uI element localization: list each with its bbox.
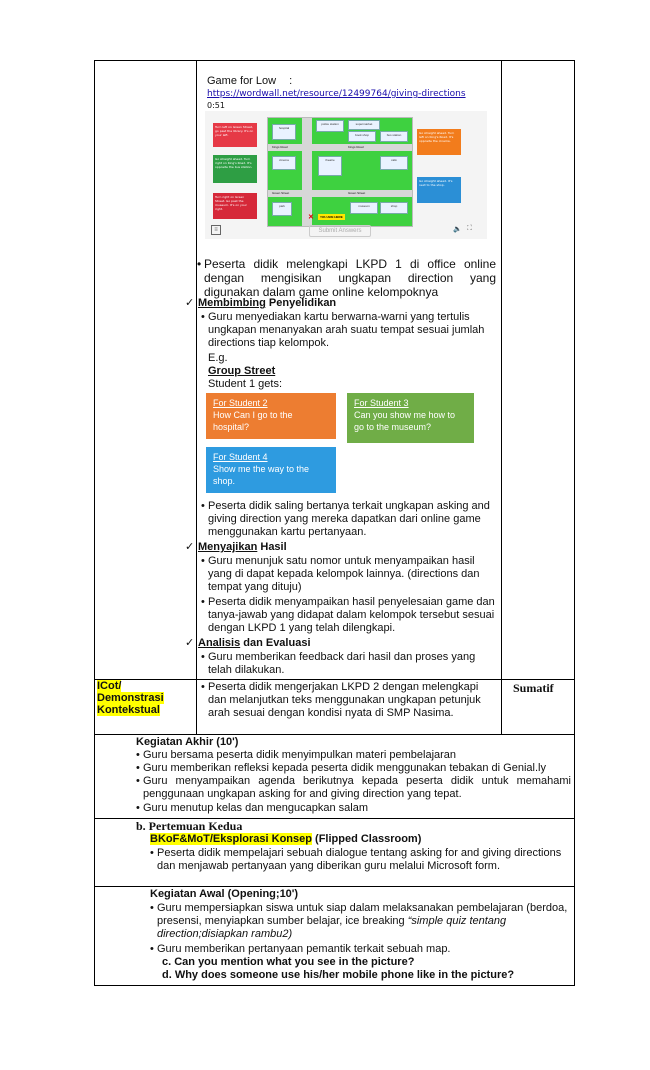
menu-icon[interactable]: ≡: [211, 225, 221, 235]
question-c: c. Can you mention what you see in the p…: [162, 956, 415, 968]
town-map: Kings Road Kings Road Green Street Green…: [267, 117, 413, 227]
wordwall-link[interactable]: https://wordwall.net/resource/12499764/g…: [207, 89, 466, 99]
menyajikan-bullet-2: Peserta didik menyampaikan hasil penyele…: [208, 596, 495, 634]
row-divider-awal: [94, 886, 575, 887]
cinema-building: cinema: [272, 156, 296, 170]
membimbing-bullet-1: Guru menyediakan kartu berwarna-warni ya…: [208, 311, 485, 349]
wordwall-game-screenshot[interactable]: Turn left on Green Street, go past the l…: [205, 111, 487, 239]
pertemuan-bullet: Peserta didik mempelajari sebuah dialogu…: [157, 847, 562, 872]
cross-icon: ✕: [308, 214, 314, 221]
akhir-bullet-4: Guru menutup kelas dan mengucapkan salam: [143, 802, 369, 814]
question-d: d. Why does someone use his/her mobile p…: [162, 969, 515, 981]
kings-road-label: Kings Road: [272, 145, 288, 149]
membimbing-heading: Membimbing Penyelidikan: [198, 297, 337, 309]
museum-building: museum: [350, 202, 378, 214]
akhir-bullet-2: Guru memberikan refleksi kepada peserta …: [143, 762, 546, 774]
kings-road-label-2: Kings Road: [348, 145, 364, 149]
menyajikan-heading: Menyajikan Hasil: [198, 541, 287, 553]
cafe-building: café: [380, 156, 408, 170]
checkmark-icon: ✓: [185, 541, 195, 553]
eg-label: E.g.: [208, 352, 228, 364]
awal-bullet-2: Guru memberikan pertanyaan pemantik terk…: [157, 943, 451, 955]
table-border-right: [574, 60, 575, 985]
direction-tile[interactable]: Go straight ahead. It's next to the shop…: [417, 177, 461, 203]
bullet-dot: •: [150, 902, 154, 914]
game-label-colon: :: [289, 75, 293, 87]
bullet-dot: •: [150, 847, 154, 859]
bullet-dot: •: [201, 555, 205, 567]
bullet-dot: •: [201, 500, 205, 512]
bookshop-building: book shop: [348, 131, 376, 142]
green-street-label-2: Green Street: [348, 191, 366, 195]
akhir-heading: Kegiatan Akhir (10'): [136, 736, 239, 748]
fullscreen-icon[interactable]: ⛶: [467, 225, 472, 232]
student-1-label: Student 1 gets:: [208, 378, 282, 390]
row-divider-icot: [94, 679, 575, 680]
col-divider-2: [501, 60, 502, 735]
bullet-dot: •: [201, 681, 205, 693]
pertemuan-subtitle: BKoF&MoT/Eksplorasi Konsep (Flipped Clas…: [150, 833, 422, 845]
bullet-dot: •: [136, 802, 140, 814]
direction-tile[interactable]: Go straight ahead. Turn right on King's …: [213, 155, 257, 183]
akhir-bullet-3: Guru menyampaikan agenda berikutnya kepa…: [143, 775, 571, 800]
game-label-row: Game for Low :: [207, 75, 292, 88]
checkmark-icon: ✓: [185, 637, 195, 649]
row-divider-akhir: [94, 734, 575, 735]
analisis-heading: Analisis dan Evaluasi: [198, 637, 311, 649]
supermarket-building: supermarket: [348, 120, 380, 130]
table-border-left: [94, 60, 95, 985]
icot-bullet: Peserta didik mengerjakan LKPD 2 dengan …: [208, 681, 481, 719]
checkmark-icon: ✓: [185, 297, 195, 309]
bullet-dot: •: [150, 943, 154, 955]
hospital-building: hospital: [272, 124, 296, 140]
green-street-label: Green Street: [272, 191, 290, 195]
speaker-icon[interactable]: 🔈: [453, 226, 462, 233]
theatre-building: theatre: [318, 156, 342, 176]
game-label: Game for Low: [207, 75, 277, 87]
lkpd-bullet-text: Peserta didik melengkapi LKPD 1 di offic…: [204, 257, 496, 299]
park-area: park: [272, 202, 292, 216]
awal-bullet-1: Guru mempersiapkan siswa untuk siap dala…: [157, 902, 568, 940]
menyajikan-bullet-1: Guru menunjuk satu nomor untuk menyampai…: [208, 555, 480, 593]
akhir-bullet-1: Guru bersama peserta didik menyimpulkan …: [143, 749, 457, 761]
row-divider-pertemuan: [94, 818, 575, 819]
bullet-dot: •: [197, 257, 202, 271]
bullet-dot: •: [201, 651, 205, 663]
bullet-dot: •: [136, 775, 140, 787]
pertemuan-heading: b. Pertemuan Kedua: [136, 819, 243, 833]
table-border-top: [94, 60, 575, 61]
shop-building: shop: [380, 202, 408, 214]
table-border-bottom: [94, 985, 575, 986]
membimbing-bullet-2: Peserta didik saling bertanya terkait un…: [208, 500, 490, 538]
police-building: police station: [316, 120, 344, 132]
col-divider-1: [196, 60, 197, 735]
bullet-dot: •: [136, 762, 140, 774]
you-are-here-marker: YOU ARE HERE: [318, 214, 345, 220]
icot-label: ICot/ Demonstrasi Kontekstual: [97, 680, 164, 716]
direction-tile[interactable]: Go straight ahead. Turn left on King's R…: [417, 129, 461, 155]
direction-tile[interactable]: Turn right on Green Street. Go past the …: [213, 193, 257, 219]
bus-station-building: bus station: [380, 131, 408, 142]
submit-answers-button[interactable]: Submit Answers: [309, 225, 371, 237]
bullet-dot: •: [136, 749, 140, 761]
direction-tile[interactable]: Turn left on Green Street, go past the l…: [213, 123, 257, 147]
assessment-sumatif: Sumatif: [513, 681, 554, 695]
group-street-label: Group Street: [208, 365, 276, 377]
bullet-dot: •: [201, 311, 205, 323]
analisis-bullet-1: Guru memberikan feedback dari hasil dan …: [208, 651, 476, 676]
awal-heading: Kegiatan Awal (Opening;10'): [150, 888, 299, 900]
bullet-dot: •: [201, 596, 205, 608]
game-timer: 0:51: [207, 101, 225, 110]
